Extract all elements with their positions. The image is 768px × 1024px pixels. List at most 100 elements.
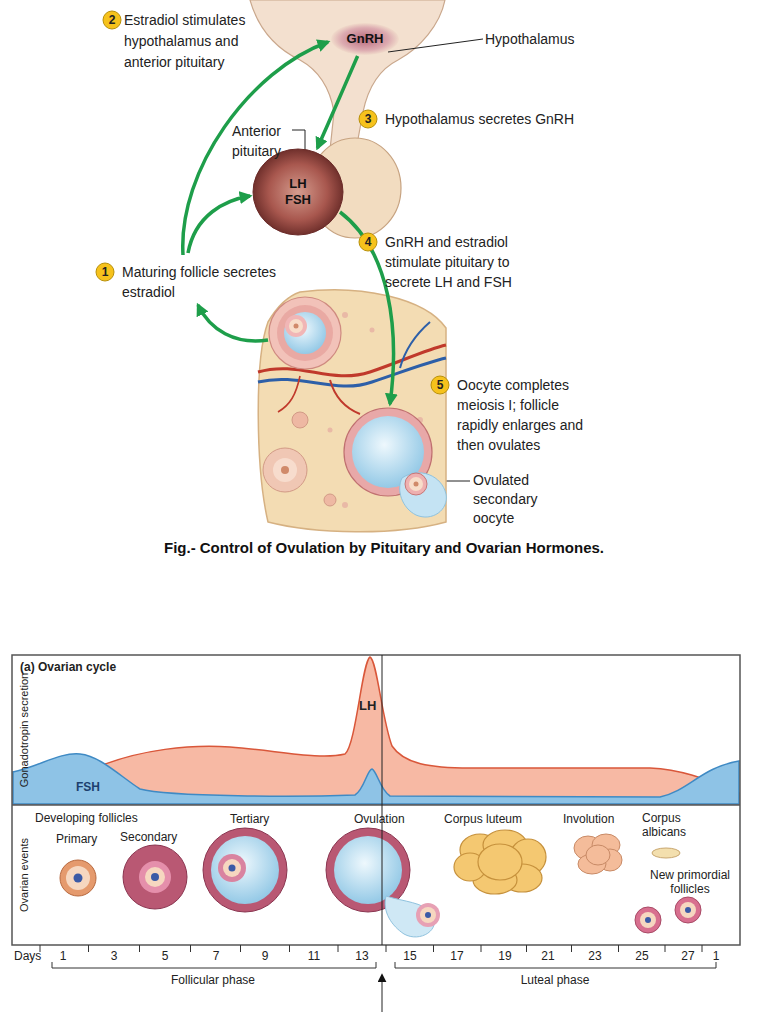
follicle-stage	[675, 897, 701, 923]
feedback-arrow	[183, 42, 394, 404]
node-outline	[253, 149, 343, 235]
day-number: 3	[99, 948, 129, 964]
leader-line	[388, 39, 483, 52]
ovary-illustration	[328, 428, 333, 433]
ovary-illustration	[330, 380, 360, 414]
stage-label: New primordial follicles	[640, 868, 740, 896]
ovary-illustration	[400, 322, 430, 368]
follicle-stage	[416, 903, 440, 927]
day-number: 17	[442, 948, 472, 964]
hormone-curve	[13, 657, 739, 804]
callout-marker	[96, 11, 449, 394]
ovary-illustration	[278, 376, 300, 412]
follicle-stage	[680, 902, 696, 918]
follicle-stage	[139, 861, 171, 893]
feedback-arrow	[198, 305, 268, 341]
chart-frame	[12, 804, 740, 806]
day-number: 7	[201, 948, 231, 964]
day-number: 9	[250, 948, 280, 964]
stage-label: Secondary	[120, 829, 200, 845]
stage-label: Primary	[56, 831, 116, 847]
phase-bracket	[52, 962, 716, 968]
ovary-illustration	[284, 312, 326, 354]
callout-marker	[96, 263, 114, 281]
callout-number: 1	[96, 263, 114, 281]
ovary-illustration	[289, 319, 303, 333]
follicle-stage	[74, 874, 83, 883]
stage-label: Developing follicles	[35, 810, 185, 826]
stage-label: Corpus luteum	[444, 811, 544, 827]
callout-marker	[359, 233, 377, 251]
callout-number: 3	[359, 110, 377, 128]
follicle-stage	[60, 828, 701, 937]
follicle-stage	[203, 828, 287, 912]
stage-label: Involution	[563, 811, 633, 827]
follicle-stage	[425, 912, 431, 918]
axis-tick	[40, 945, 702, 952]
follicle-stage	[385, 896, 434, 937]
ovary-illustration	[285, 315, 307, 337]
structure-label: Ovulated secondary oocyte	[473, 471, 548, 528]
hormone-curve	[13, 657, 739, 804]
hormone-name: GnRH	[347, 31, 384, 47]
node-text-group: LHFSH	[252, 148, 344, 236]
day-number: 23	[580, 948, 610, 964]
hormone-name: FSH	[285, 192, 311, 208]
follicle-stage	[223, 859, 241, 877]
callout-number: 4	[359, 233, 377, 251]
follicle-stage	[586, 845, 610, 865]
ovary-illustration	[400, 473, 447, 517]
follicle-stage	[685, 907, 691, 913]
callout-marker	[103, 11, 121, 29]
follicle-stage	[229, 865, 236, 872]
follicle-stage	[478, 844, 522, 880]
ovary-illustration	[344, 408, 432, 496]
follicle-stage	[574, 834, 622, 874]
day-number: 1	[701, 948, 731, 964]
callout-number: 5	[431, 376, 449, 394]
stage-label: Ovulation	[354, 811, 424, 827]
ovary-illustration	[370, 328, 375, 333]
follicle-stage	[211, 836, 279, 904]
curve-label: LH	[359, 697, 389, 714]
phase-label: Luteal phase	[455, 972, 655, 988]
phase-label: Follicular phase	[113, 972, 313, 988]
hormone-region: GnRH	[330, 22, 400, 56]
axis-label: Ovarian events	[16, 810, 32, 940]
ovary-illustration	[258, 290, 446, 532]
callout-text: Hypothalamus secretes GnRH	[385, 110, 655, 128]
day-number: 25	[627, 948, 657, 964]
ovary-illustration	[277, 305, 333, 361]
follicle-stage	[151, 873, 159, 881]
follicle-stage	[420, 907, 436, 923]
day-number: 1	[48, 948, 78, 964]
hormone-curve	[13, 754, 739, 804]
chart-frame	[12, 655, 740, 945]
callout-text: Oocyte completes meiosis I; follicle rap…	[457, 375, 597, 455]
callout-text: GnRH and estradiol stimulate pituitary t…	[385, 232, 535, 292]
ovary-illustration	[263, 448, 307, 492]
curve-label: FSH	[76, 779, 116, 795]
ovary-illustration	[342, 312, 348, 318]
ovary-illustration	[269, 297, 341, 369]
axis-label: Days	[14, 948, 54, 964]
ovary-illustration	[281, 466, 289, 474]
ovary-illustration	[409, 477, 423, 491]
ovary-illustration	[273, 458, 297, 482]
day-number: 13	[347, 948, 377, 964]
feedback-arrow	[188, 196, 250, 253]
ovary-illustration	[258, 290, 446, 532]
day-number: 27	[673, 948, 703, 964]
phase-bracket	[395, 962, 716, 968]
follicle-stage	[218, 854, 246, 882]
node-outline	[331, 23, 399, 55]
structure-label: Anterior pituitary	[232, 121, 294, 161]
follicle-stage	[640, 912, 656, 928]
follicle-stage	[66, 866, 90, 890]
follicle-stage	[123, 845, 187, 909]
ovary-illustration	[414, 482, 419, 487]
callout-marker	[359, 110, 377, 128]
follicle-stage	[145, 867, 165, 887]
leader-line	[292, 130, 305, 150]
ovulation-marker	[382, 655, 383, 945]
